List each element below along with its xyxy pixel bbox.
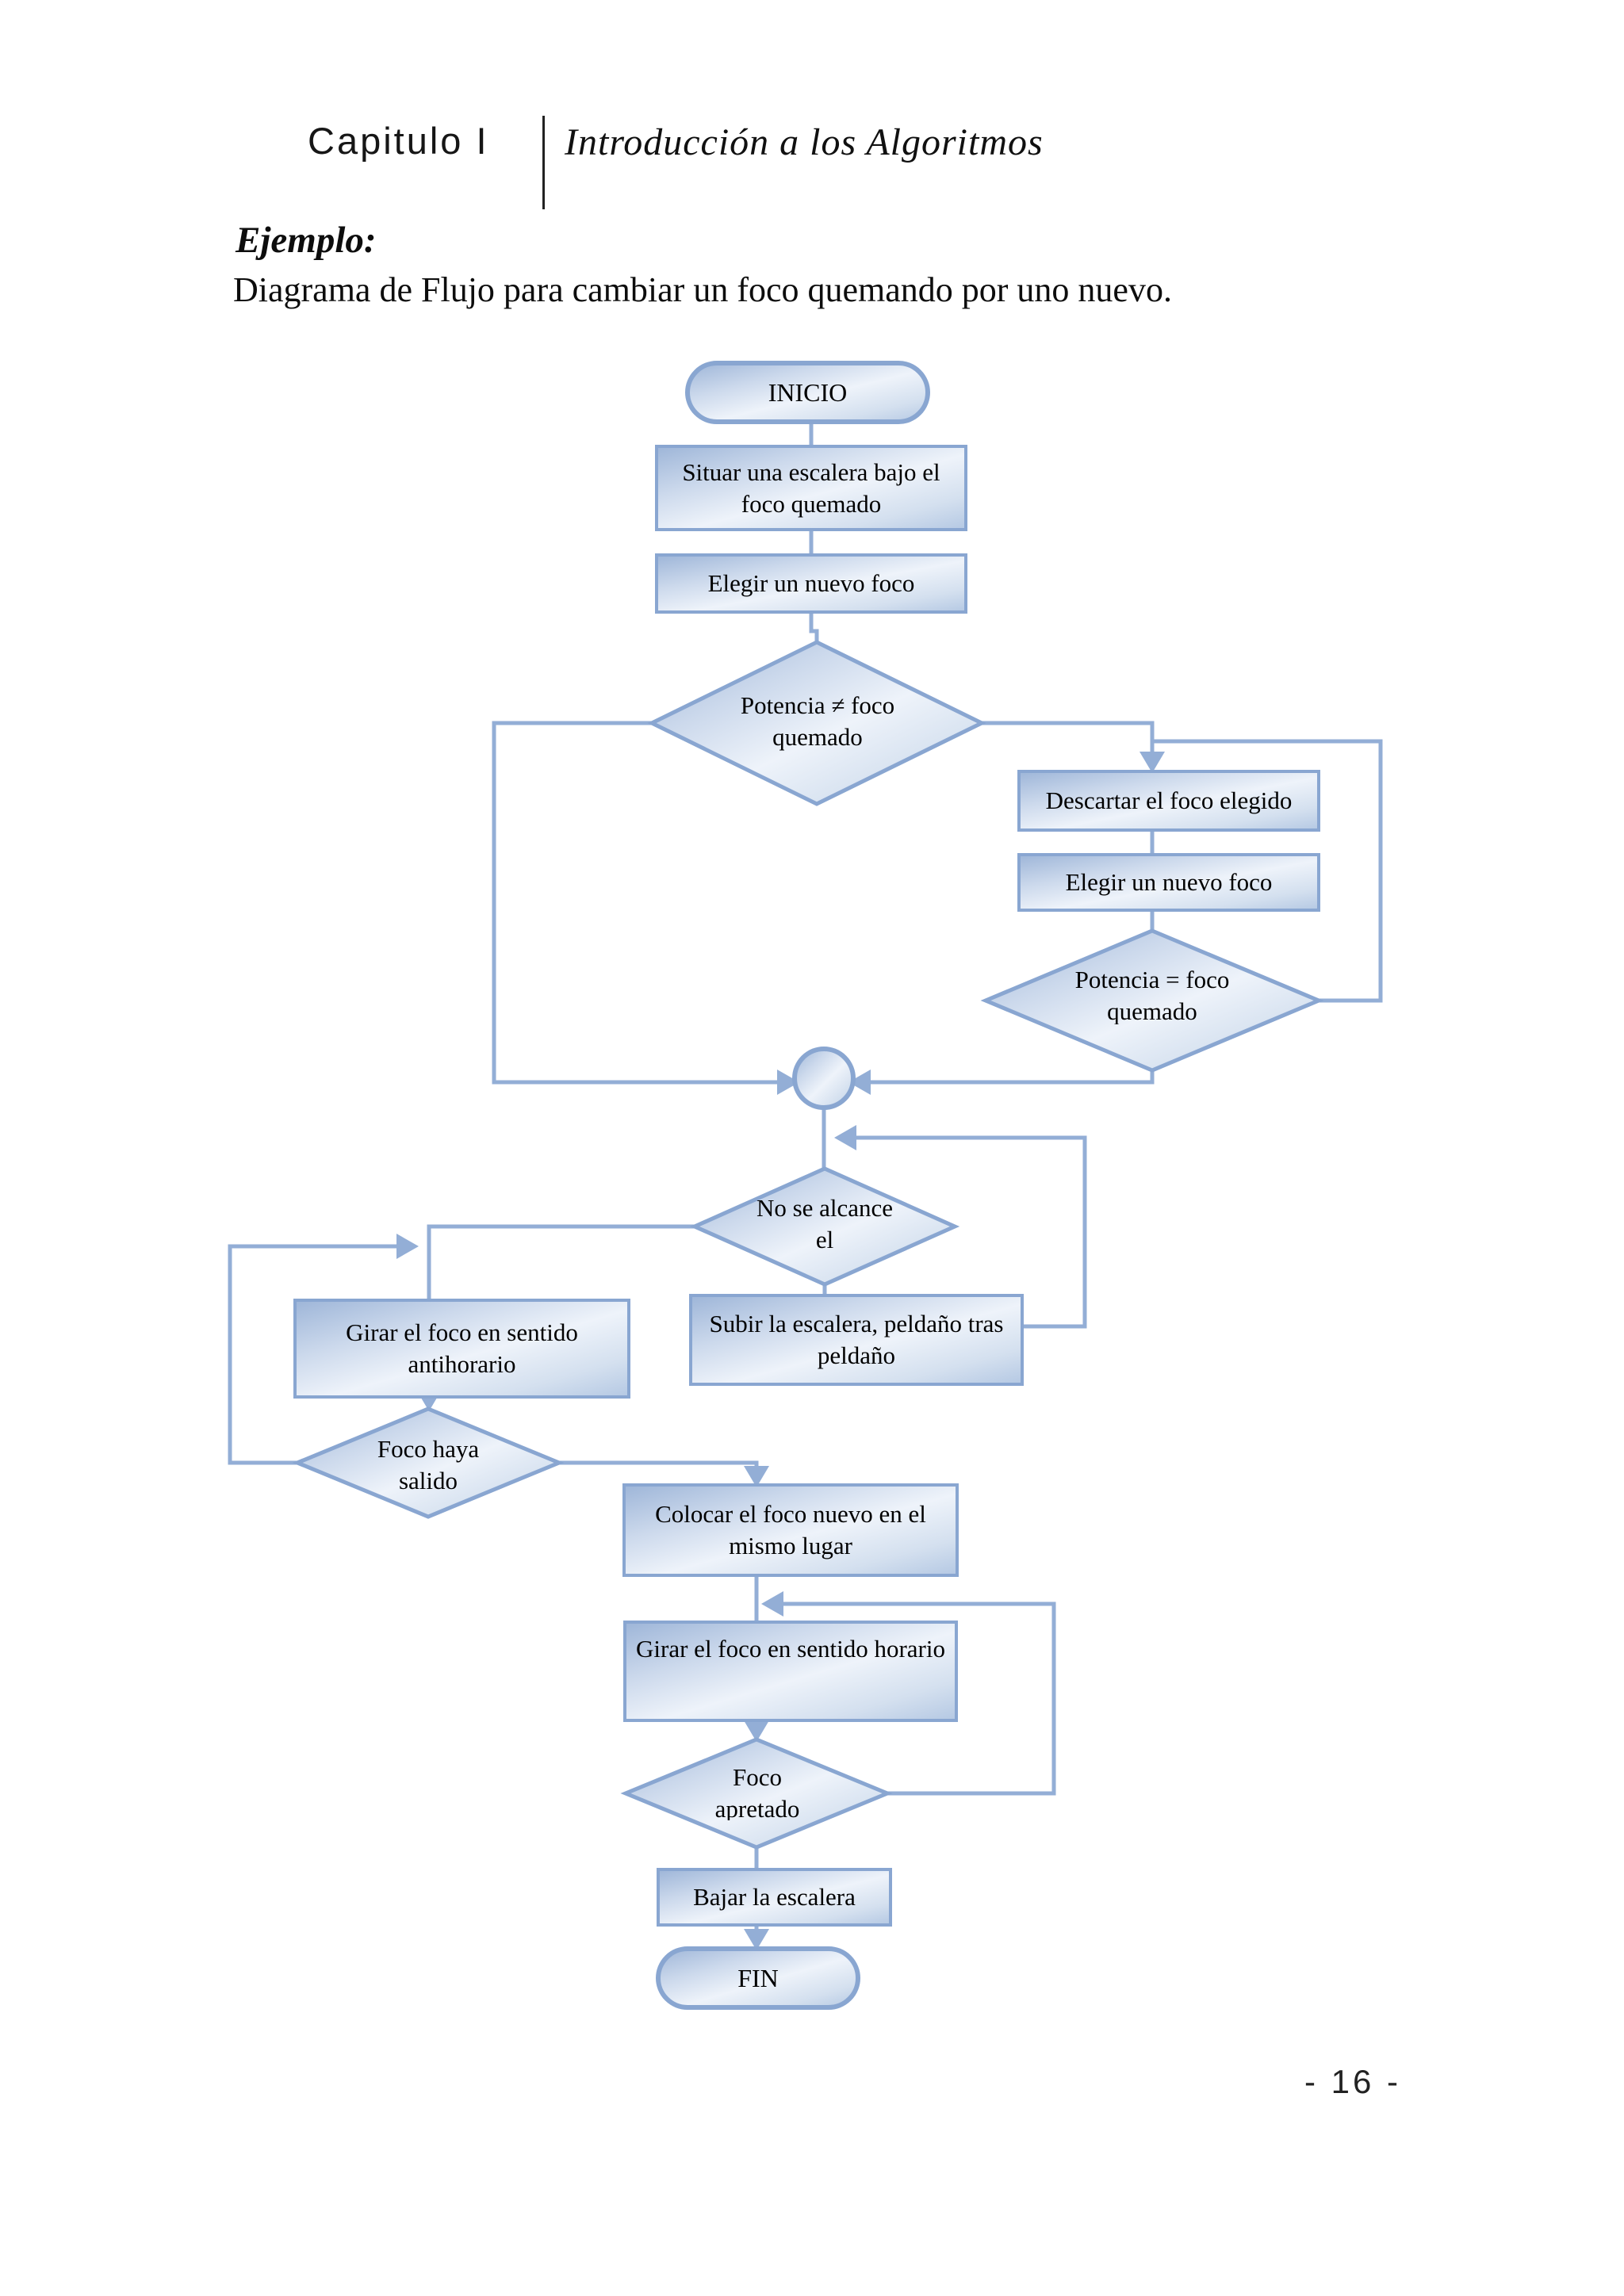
arrowhead-into-fin	[744, 1929, 769, 1950]
arrowhead-into-apretado	[744, 1720, 769, 1742]
shape-situar-process	[655, 445, 967, 531]
edge-potencia-descartar	[982, 721, 1155, 753]
arrowhead-focosalido-loop	[396, 1234, 419, 1259]
node-girar-antihorario: Girar el foco en sentido antihorario	[346, 1318, 578, 1378]
arrowhead-into-conector-left	[777, 1070, 799, 1095]
shape-noalcance-decision	[689, 1166, 960, 1287]
flow-shapes	[292, 361, 1324, 2010]
node-elegir-nuevo-foco: Elegir un nuevo foco	[707, 569, 915, 597]
edge-apretado-loop	[768, 1601, 1056, 1796]
edge-focosalido-loop	[228, 1244, 408, 1465]
node-no-alcance: No se alcance el	[756, 1194, 894, 1253]
flowchart-description: Diagrama de Flujo para cambiar un foco q…	[233, 270, 1172, 309]
page-title: Introducción a los Algoritmos	[565, 121, 1044, 163]
shape-fin-terminator	[656, 1946, 860, 2010]
node-elegir-nuevo-foco-2: Elegir un nuevo foco	[1065, 868, 1273, 896]
node-bajar-escalera: Bajar la escalera	[693, 1883, 856, 1911]
shape-conector-junction	[792, 1047, 856, 1110]
node-subir-escalera: Subir la escalera, peldaño tras peldaño	[709, 1310, 1004, 1369]
header-divider	[542, 116, 545, 209]
arrowhead-into-conector-right	[848, 1070, 871, 1095]
node-potencia-igual: Potencia = foco quemado	[1074, 966, 1230, 1024]
shape-inicio-terminator	[685, 361, 930, 424]
edge-focosalido-colocar	[559, 1460, 759, 1479]
node-inicio: INICIO	[768, 378, 848, 407]
connector-lines	[228, 422, 1383, 1941]
node-situar: Situar una escalera bajo el foco quemado	[682, 457, 940, 518]
shape-descartar-process	[1017, 770, 1320, 832]
shape-elegir2-process	[1017, 853, 1320, 912]
edge-potenciaeq-conector	[858, 1070, 1155, 1085]
shape-potencia-neq-decision	[647, 640, 986, 806]
arrowhead-into-descartar	[1139, 752, 1165, 773]
shape-girar-antihorario-process	[293, 1299, 630, 1399]
shape-apretado-decision	[620, 1737, 893, 1850]
edge-loop-derecho	[1152, 739, 1383, 1003]
shape-subir-process	[689, 1294, 1024, 1386]
node-foco-apretado: Foco apretado	[714, 1763, 800, 1820]
chapter-label: Capitulo I	[308, 120, 489, 162]
node-colocar: Colocar el foco nuevo en el mismo lugar	[655, 1500, 926, 1559]
shape-elegir1-process	[655, 553, 967, 614]
arrowhead-subir-loop	[834, 1125, 856, 1150]
node-potencia-distinta: Potencia ≠ foco quemado	[740, 691, 895, 751]
shape-potencia-eq-decision	[980, 928, 1324, 1073]
edge-subir-loop	[841, 1135, 1087, 1329]
edge-elegir-potencia	[809, 612, 819, 642]
shape-girar-horario-process	[623, 1621, 958, 1722]
shape-bajar-process	[657, 1868, 892, 1927]
node-girar-horario: Girar el foco en sentido horario	[636, 1635, 945, 1663]
node-fin: FIN	[737, 1964, 779, 1992]
node-descartar: Descartar el foco elegido	[1045, 786, 1293, 814]
edge-noalcance-girar	[427, 1224, 695, 1300]
page-number: - 16 -	[1304, 2063, 1402, 2100]
shape-colocar-process	[622, 1483, 959, 1577]
arrowhead-into-colocar	[744, 1466, 769, 1487]
edge-potencia-conector	[492, 721, 779, 1085]
example-heading: Ejemplo:	[236, 220, 377, 261]
shape-focosalido-decision	[292, 1406, 565, 1519]
node-foco-salido: Foco haya salido	[377, 1435, 480, 1494]
arrowhead-apretado-loop	[761, 1591, 783, 1617]
